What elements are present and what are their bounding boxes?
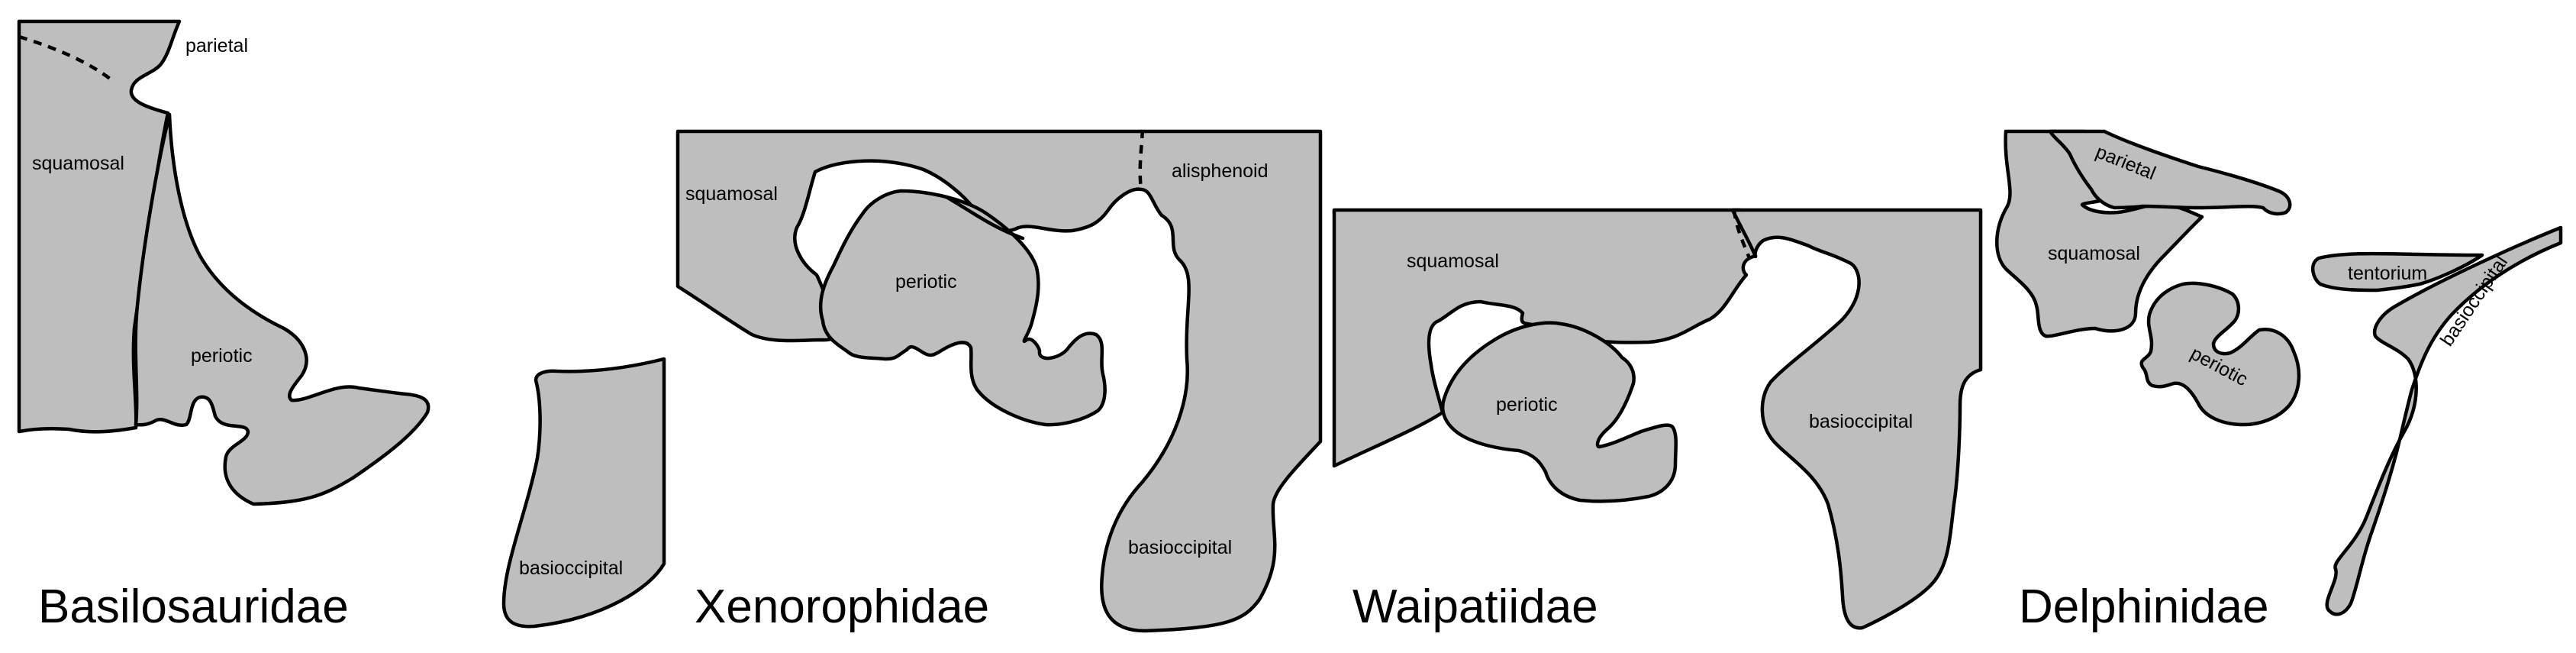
xenorophidae-periotic-shape [818, 189, 1107, 427]
basilosauridae-label-squamosal: squamosal [32, 153, 124, 174]
xenorophidae-label-periotic: periotic [895, 271, 957, 293]
panel-delphinidae: parietal squamosal periotic tentorium ba… [1995, 129, 2563, 633]
panel-waipatiidae: squamosal periotic basioccipital Waipati… [1332, 208, 1983, 633]
delphinidae-taxon-title: Delphinidae [2019, 580, 2268, 633]
waipatiidae-taxon-title: Waipatiidae [1352, 580, 1598, 633]
waipatiidae-basioccipital-shape [1730, 208, 1983, 630]
delphinidae-periotic-shape [2139, 281, 2301, 427]
delphinidae-tentorium-shape [2311, 251, 2484, 293]
basilosauridae-label-periotic: periotic [191, 345, 253, 367]
delphinidae-label-squamosal: squamosal [2048, 243, 2140, 264]
delphinidae-squamosal-shape [1995, 129, 2204, 338]
delphinidae-label-tentorium: tentorium [2348, 263, 2427, 284]
panel-basilosauridae: parietal squamosal periotic basioccipita… [17, 19, 666, 633]
xenorophidae-taxon-title: Xenorophidae [695, 580, 989, 633]
waipatiidae-suture-line [1732, 209, 1752, 259]
panel-xenorophidae: squamosal alisphenoid periotic basioccip… [675, 129, 1323, 633]
waipatiidae-periotic-shape [1441, 321, 1678, 503]
xenorophidae-label-squamosal: squamosal [685, 183, 778, 205]
xenorophidae-label-basioccipital: basioccipital [1128, 537, 1232, 558]
waipatiidae-label-basioccipital: basioccipital [1809, 411, 1913, 432]
basilosauridae-suture-line [18, 34, 114, 82]
xenorophidae-suture-line [1138, 129, 1145, 190]
delphinidae-basioccipital-shape [2325, 225, 2563, 616]
xenorophidae-squamosal-shape [675, 129, 1323, 633]
waipatiidae-label-periotic: periotic [1496, 394, 1558, 415]
basilosauridae-basioccipital-shape [501, 357, 666, 629]
xenorophidae-contact-line [944, 195, 1025, 241]
basilosauridae-label-basioccipital: basioccipital [519, 558, 623, 579]
waipatiidae-label-squamosal: squamosal [1407, 251, 1499, 272]
basilosauridae-label-parietal: parietal [185, 35, 248, 57]
delphinidae-parietal-shape [2048, 129, 2292, 216]
basilosauridae-periotic-shape [134, 112, 430, 506]
basilosauridae-taxon-title: Basilosauridae [38, 580, 349, 633]
xenorophidae-label-alisphenoid: alisphenoid [1172, 160, 1269, 182]
waipatiidae-squamosal-shape [1332, 208, 1758, 468]
